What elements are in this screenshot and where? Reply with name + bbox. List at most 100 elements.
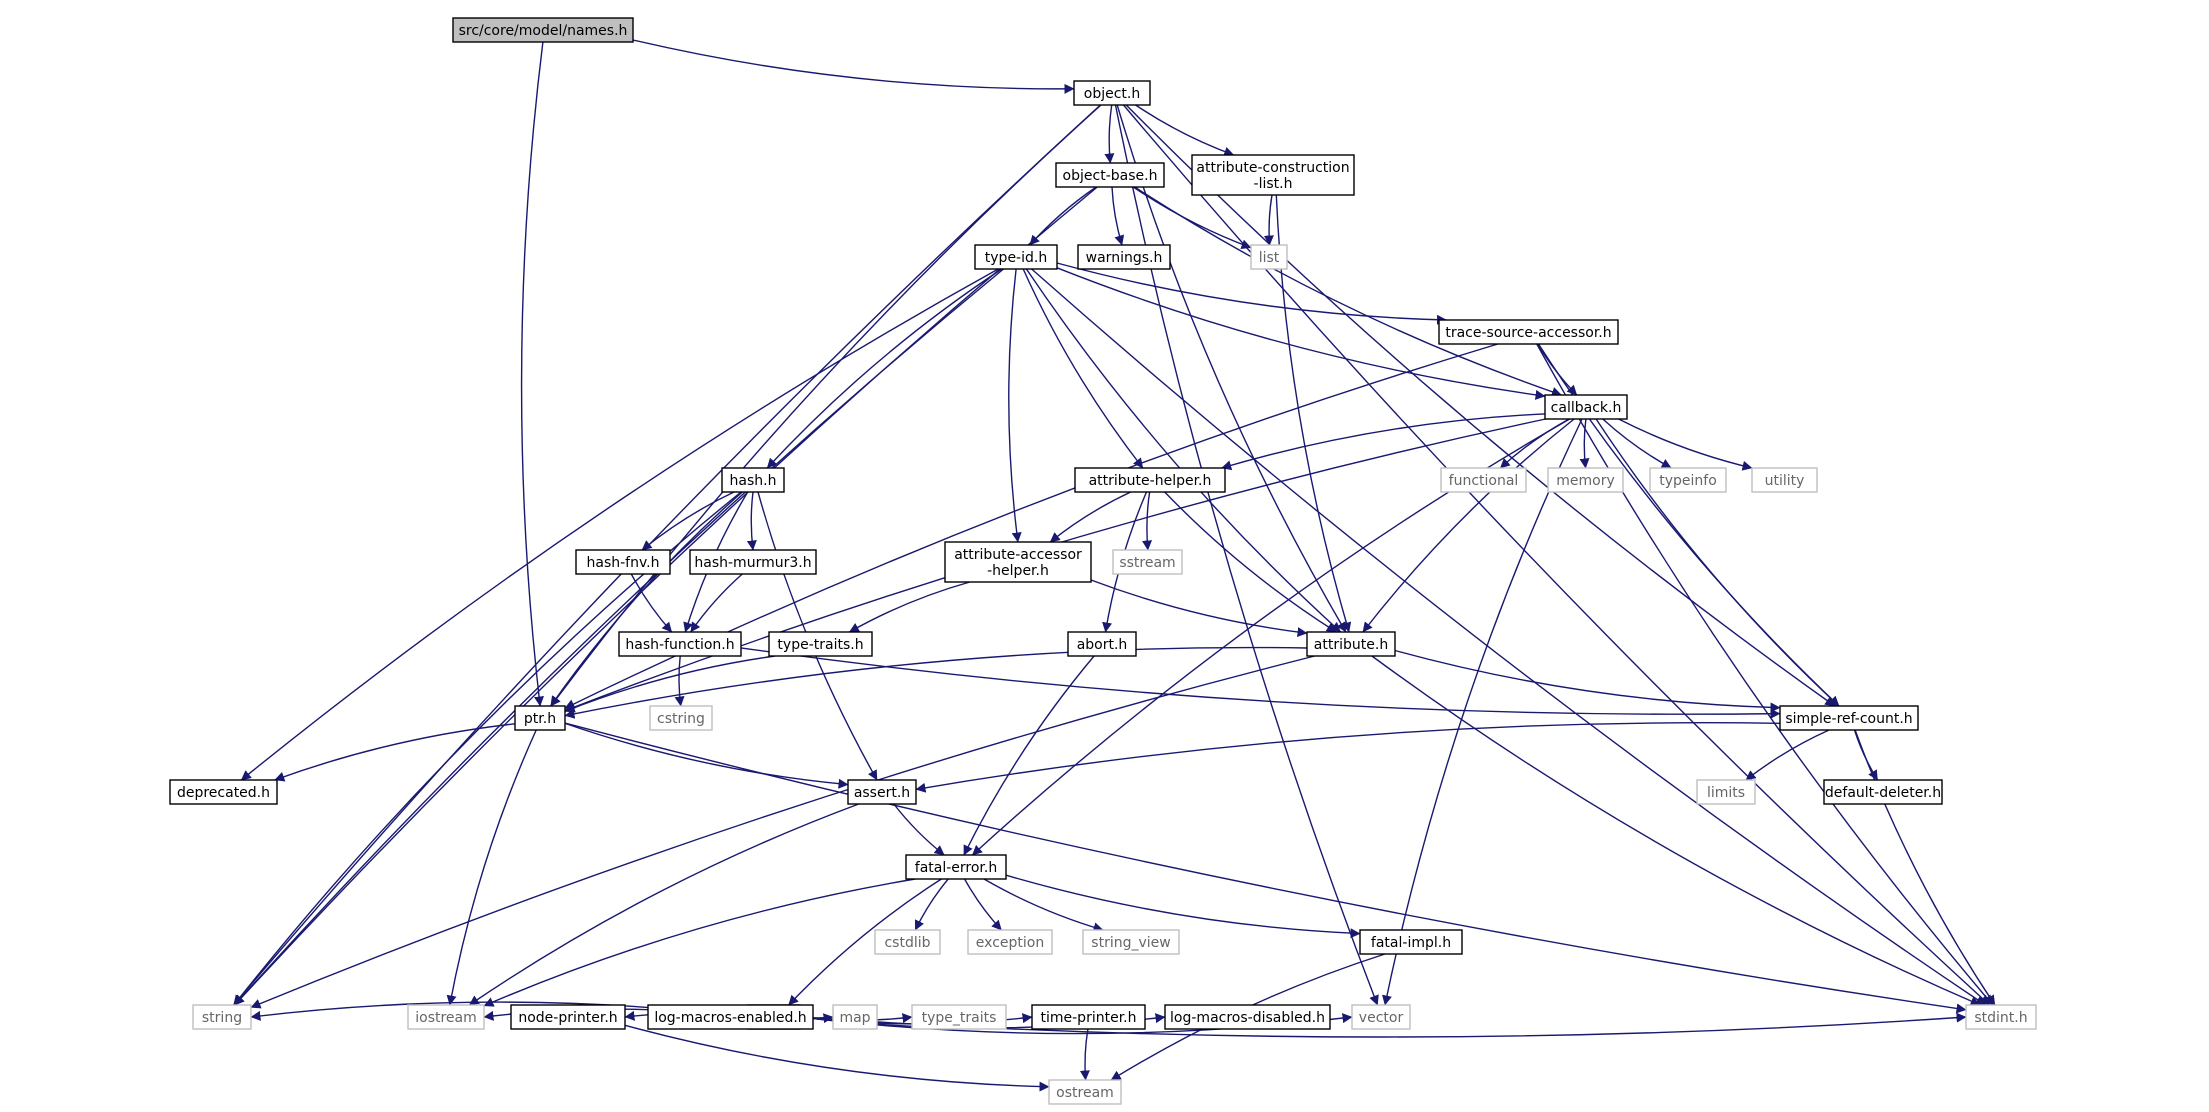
- node-fatalimpl[interactable]: fatal-impl.h: [1359, 929, 1463, 955]
- edge-assert-to-iostream: [468, 803, 859, 1006]
- node-lme[interactable]: log-macros-enabled.h: [647, 1004, 814, 1030]
- node-list: list: [1250, 244, 1288, 270]
- node-defdel[interactable]: default-deleter.h: [1823, 779, 1943, 805]
- node-tsa[interactable]: trace-source-accessor.h: [1438, 319, 1619, 345]
- edge-attribute-to-stdint: [1371, 655, 1981, 1006]
- node-label-typeinfo: typeinfo: [1659, 473, 1717, 489]
- edge-attribute-to-src: [1394, 649, 1781, 713]
- node-box-functional: [1440, 467, 1527, 493]
- node-label-ptr: ptr.h: [524, 711, 556, 727]
- node-box-tsa: [1438, 319, 1619, 345]
- node-limits: limits: [1696, 779, 1756, 805]
- edge-hash-to-hashmurmur: [746, 491, 757, 551]
- node-vector: vector: [1351, 1004, 1411, 1030]
- edge-nodeprinter-to-ostream: [624, 1024, 1050, 1092]
- nodes-layer: src/core/model/names.h object.h object-bas…: [169, 17, 2037, 1105]
- node-label-abort: abort.h: [1077, 637, 1128, 653]
- node-label-aah: -helper.h: [987, 563, 1049, 579]
- node-hashmurmur[interactable]: hash-murmur3.h: [689, 549, 817, 575]
- node-label-fatalimpl: fatal-impl.h: [1371, 935, 1451, 951]
- node-box-typeinfo: [1649, 467, 1727, 493]
- node-utility: utility: [1751, 467, 1818, 493]
- edge-fatal-to-exception: [963, 878, 1002, 931]
- edge-attrhelper-to-sstream: [1142, 491, 1153, 551]
- node-label-hashfnv: hash-fnv.h: [587, 555, 660, 571]
- node-nodeprinter[interactable]: node-printer.h: [510, 1004, 626, 1030]
- node-box-attrhelper: [1074, 467, 1226, 493]
- edge-callback-to-utility: [1618, 418, 1753, 471]
- node-hashfunc[interactable]: hash-function.h: [618, 631, 742, 657]
- edge-typeid-to-attrhelper: [1022, 268, 1144, 469]
- node-box-sstream: [1112, 549, 1183, 575]
- node-label-timeprinter: time-printer.h: [1041, 1010, 1137, 1026]
- node-timeprinter[interactable]: time-printer.h: [1031, 1004, 1146, 1030]
- node-box-exception: [967, 929, 1053, 955]
- edge-src-to-stdint: [1854, 729, 1996, 1006]
- node-label-stringview: string_view: [1091, 935, 1170, 951]
- node-box-aah: [944, 541, 1092, 583]
- node-label-string: string: [202, 1010, 242, 1026]
- node-box-ostream: [1048, 1079, 1122, 1105]
- node-attribute[interactable]: attribute.h: [1306, 631, 1396, 657]
- node-typetraits[interactable]: type-traits.h: [768, 631, 873, 657]
- node-label-list: list: [1259, 250, 1280, 266]
- node-box-map: [832, 1004, 878, 1030]
- node-label-acl: attribute-construction: [1196, 160, 1349, 176]
- node-typeid[interactable]: type-id.h: [974, 244, 1058, 270]
- node-box-limits: [1696, 779, 1756, 805]
- node-acl[interactable]: attribute-construction-list.h: [1191, 154, 1355, 196]
- edge-typeid-to-attribute: [1025, 268, 1342, 633]
- node-src[interactable]: simple-ref-count.h: [1779, 705, 1919, 731]
- edge-object-to-src: [1125, 104, 1836, 707]
- node-aah[interactable]: attribute-accessor-helper.h: [944, 541, 1092, 583]
- node-deprecated[interactable]: deprecated.h: [169, 779, 278, 805]
- node-sstream: sstream: [1112, 549, 1183, 575]
- node-box-names: [452, 17, 634, 43]
- edge-objbase-to-callback: [1134, 186, 1562, 397]
- edge-fatal-to-fatalimpl: [1005, 874, 1361, 939]
- node-label-attrhelper: attribute-helper.h: [1089, 473, 1212, 489]
- node-hash[interactable]: hash.h: [721, 467, 785, 493]
- edge-ptr-to-assert: [564, 722, 849, 789]
- node-iostream: iostream: [407, 1004, 485, 1030]
- node-warnings[interactable]: warnings.h: [1077, 244, 1171, 270]
- node-box-list: [1250, 244, 1288, 270]
- node-callback[interactable]: callback.h: [1544, 394, 1628, 420]
- edge-attribute-to-string: [250, 655, 1315, 1009]
- edge-timeprinter-to-ostream: [1079, 1028, 1090, 1081]
- node-label-ostream: ostream: [1056, 1085, 1114, 1101]
- node-hashfnv[interactable]: hash-fnv.h: [575, 549, 671, 575]
- edge-hash-to-hashfnv: [641, 491, 735, 551]
- node-label-hash: hash.h: [730, 473, 777, 489]
- edge-callback-to-vector: [1382, 418, 1583, 1006]
- node-names[interactable]: src/core/model/names.h: [452, 17, 634, 43]
- edge-typetraits-to-ptr: [564, 655, 776, 713]
- node-label-stdint: stdint.h: [1974, 1010, 2027, 1026]
- edge-aah-to-attribute: [1090, 579, 1308, 637]
- node-label-defdel: default-deleter.h: [1825, 785, 1941, 801]
- node-lmd[interactable]: log-macros-disabled.h: [1164, 1004, 1331, 1030]
- node-label-utility: utility: [1765, 473, 1805, 489]
- node-box-hash: [721, 467, 785, 493]
- edge-object-to-vector: [1114, 104, 1379, 1006]
- node-attrhelper[interactable]: attribute-helper.h: [1074, 467, 1226, 493]
- node-ptr[interactable]: ptr.h: [514, 705, 566, 731]
- node-box-objbase: [1055, 162, 1165, 188]
- node-box-stringview: [1082, 929, 1180, 955]
- node-box-string: [192, 1004, 252, 1030]
- node-cstdlib: cstdlib: [874, 929, 941, 955]
- node-label-hashmurmur: hash-murmur3.h: [694, 555, 811, 571]
- edge-hashfunc-to-cstring: [674, 655, 685, 707]
- node-label-hashfunc: hash-function.h: [625, 637, 734, 653]
- node-assert[interactable]: assert.h: [847, 779, 917, 805]
- node-abort[interactable]: abort.h: [1067, 631, 1137, 657]
- node-objbase[interactable]: object-base.h: [1055, 162, 1165, 188]
- edge-ptr-to-stdint: [564, 722, 1967, 1014]
- node-label-typetraits: type-traits.h: [777, 637, 863, 653]
- node-box-callback: [1544, 394, 1628, 420]
- node-label-assert: assert.h: [854, 785, 910, 801]
- node-box-lme: [647, 1004, 814, 1030]
- node-object[interactable]: object.h: [1073, 80, 1151, 106]
- edge-object-to-acl: [1135, 104, 1235, 157]
- node-fatal[interactable]: fatal-error.h: [905, 854, 1007, 880]
